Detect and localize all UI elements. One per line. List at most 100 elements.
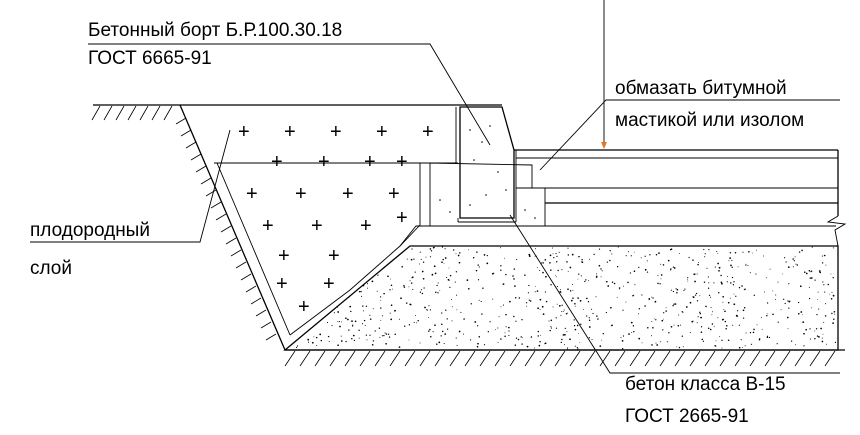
sand-dot bbox=[542, 262, 544, 264]
sand-dot bbox=[455, 271, 458, 273]
sand-dot bbox=[315, 296, 317, 299]
sand-dot bbox=[296, 345, 299, 347]
sand-dot bbox=[526, 345, 529, 348]
sand-dot bbox=[410, 258, 413, 261]
sand-dot bbox=[735, 295, 737, 297]
sand-dot bbox=[808, 270, 811, 272]
sand-dot bbox=[646, 260, 648, 262]
sand-dot bbox=[560, 341, 562, 344]
sand-dot bbox=[357, 266, 359, 268]
sand-dot bbox=[708, 282, 710, 284]
sand-dot bbox=[315, 336, 318, 339]
sand-dot bbox=[587, 301, 590, 303]
sand-dot bbox=[707, 327, 710, 329]
sand-dot bbox=[324, 269, 325, 271]
sand-dot bbox=[307, 341, 310, 343]
sand-dot bbox=[725, 327, 727, 330]
sand-dot bbox=[586, 297, 588, 300]
sand-dot bbox=[574, 303, 576, 305]
sand-dot bbox=[706, 267, 708, 269]
sand-dot bbox=[338, 321, 340, 323]
sand-dot bbox=[434, 272, 437, 275]
sand-dot bbox=[514, 285, 516, 287]
sand-dot bbox=[641, 294, 643, 296]
sand-dot bbox=[709, 328, 712, 331]
sand-dot bbox=[716, 250, 718, 252]
sand-dot bbox=[803, 332, 805, 335]
sand-dot bbox=[584, 280, 586, 283]
sand-dot bbox=[737, 266, 739, 268]
sand-dot bbox=[641, 342, 643, 344]
sand-dot bbox=[825, 343, 827, 345]
sand-dot bbox=[466, 279, 469, 281]
sand-dot bbox=[832, 277, 834, 279]
sand-dot bbox=[545, 275, 547, 278]
sand-dot bbox=[749, 332, 752, 334]
sand-dot bbox=[601, 270, 603, 272]
sand-dot bbox=[732, 284, 735, 286]
sand-dot bbox=[364, 324, 366, 326]
sand-dot bbox=[694, 294, 697, 296]
sand-dot bbox=[371, 343, 374, 346]
sand-dot bbox=[651, 321, 653, 322]
sand-dot bbox=[676, 291, 678, 294]
sand-dot bbox=[444, 257, 447, 259]
sand-dot bbox=[818, 336, 820, 338]
sand-dot bbox=[769, 268, 771, 270]
sand-dot bbox=[325, 246, 327, 249]
sand-dot bbox=[681, 311, 683, 313]
sand-dot bbox=[487, 331, 489, 333]
sand-dot bbox=[631, 331, 632, 333]
sand-dot bbox=[651, 296, 653, 298]
sand-dot bbox=[726, 325, 728, 327]
sand-dot bbox=[752, 252, 753, 254]
sand-dot bbox=[467, 287, 470, 290]
sand-dot bbox=[556, 255, 558, 257]
sand-dot bbox=[417, 319, 419, 322]
sand-dot bbox=[537, 330, 540, 333]
sand-dot bbox=[699, 295, 701, 297]
pavement-layers bbox=[514, 149, 847, 247]
sand-dot bbox=[772, 313, 774, 316]
sand-dot bbox=[358, 276, 360, 278]
sand-dot bbox=[557, 269, 559, 272]
sand-dot bbox=[655, 319, 657, 321]
sand-dot bbox=[640, 257, 642, 259]
sand-dot bbox=[521, 319, 523, 321]
sand-dot bbox=[515, 320, 517, 322]
sand-dot bbox=[772, 290, 774, 292]
sand-dot bbox=[566, 261, 568, 263]
sand-dot bbox=[750, 343, 753, 345]
sand-dot bbox=[707, 287, 710, 289]
sand-dot bbox=[832, 322, 834, 324]
sand-dot bbox=[818, 308, 820, 310]
sand-dot bbox=[530, 336, 533, 338]
sand-dot bbox=[478, 266, 480, 268]
sand-dot bbox=[830, 273, 832, 275]
sand-dot bbox=[527, 292, 530, 294]
sand-dot bbox=[291, 336, 294, 338]
sand-dot bbox=[569, 338, 571, 341]
sand-dot bbox=[540, 334, 542, 336]
sand-dot bbox=[354, 247, 357, 249]
sand-dot bbox=[373, 261, 375, 263]
sand-dot bbox=[567, 247, 569, 249]
sand-dot bbox=[290, 305, 293, 308]
sand-dot bbox=[379, 336, 381, 338]
sand-dot bbox=[361, 263, 363, 265]
sand-dot bbox=[307, 338, 310, 341]
sand-dot bbox=[319, 333, 322, 336]
svg-text:+: + bbox=[323, 273, 335, 295]
sand-dot bbox=[358, 329, 360, 332]
sand-dot bbox=[544, 259, 547, 261]
sand-dot bbox=[295, 346, 298, 349]
sand-dot bbox=[486, 254, 488, 257]
sand-dot bbox=[413, 258, 415, 260]
sand-dot bbox=[478, 336, 481, 338]
sand-dot bbox=[360, 290, 362, 293]
sand-dot bbox=[588, 319, 591, 321]
sand-dot bbox=[729, 297, 731, 299]
sand-dot bbox=[622, 335, 625, 337]
sand-dot bbox=[383, 246, 385, 248]
sand-dot bbox=[670, 325, 673, 328]
